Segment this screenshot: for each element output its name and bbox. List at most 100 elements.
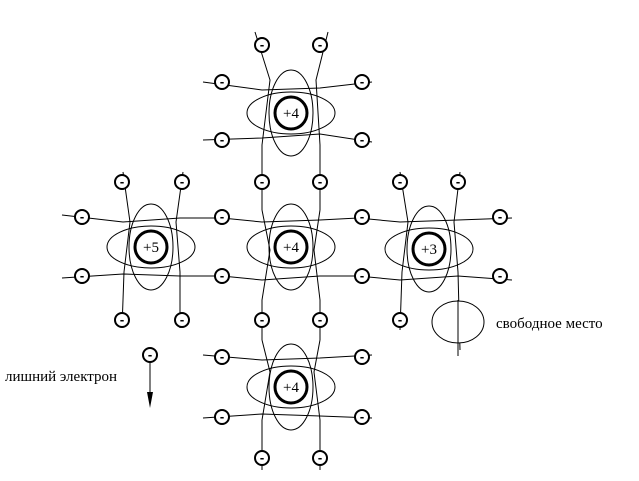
electron-circle bbox=[354, 409, 370, 425]
orbit-horizontal bbox=[246, 365, 336, 409]
nucleus-charge: +5 bbox=[143, 240, 159, 256]
bond-line bbox=[221, 217, 359, 223]
nucleus-circle bbox=[273, 95, 309, 131]
nucleus-charge: +3 bbox=[421, 242, 437, 258]
electron-sign: - bbox=[260, 314, 265, 327]
electron-sign: - bbox=[220, 270, 225, 283]
electron-sign: - bbox=[260, 452, 265, 465]
electron-circle bbox=[254, 37, 270, 53]
electron: - bbox=[254, 312, 270, 328]
electron-sign: - bbox=[318, 176, 323, 189]
electron: - bbox=[354, 349, 370, 365]
nucleus-circle bbox=[273, 369, 309, 405]
nucleus-circle bbox=[411, 231, 447, 267]
electron-sign: - bbox=[360, 134, 365, 147]
electron: - bbox=[214, 132, 230, 148]
electron: - bbox=[312, 37, 328, 53]
hole bbox=[431, 300, 485, 356]
orbit-horizontal bbox=[246, 225, 336, 269]
electron-circle bbox=[312, 450, 328, 466]
electron-sign: - bbox=[180, 176, 185, 189]
electron-sign: - bbox=[398, 314, 403, 327]
electron-sign: - bbox=[398, 176, 403, 189]
orbit-vertical bbox=[128, 203, 174, 291]
nucleus-circle bbox=[133, 229, 169, 265]
arrow-head-icon bbox=[147, 392, 153, 408]
electron-sign: - bbox=[220, 211, 225, 224]
orbit-vertical bbox=[268, 343, 314, 431]
bond-line bbox=[202, 354, 373, 361]
nucleus-top: +4 bbox=[273, 95, 309, 131]
electron-sign: - bbox=[360, 411, 365, 424]
electron-sign: - bbox=[220, 76, 225, 89]
extra-electron: - bbox=[142, 347, 158, 363]
electron-sign: - bbox=[260, 39, 265, 52]
bond-line bbox=[261, 339, 271, 470]
electron-sign: - bbox=[456, 176, 461, 189]
electron: - bbox=[174, 312, 190, 328]
nucleus-charge: +4 bbox=[283, 240, 299, 256]
electron-sign: - bbox=[120, 314, 125, 327]
electron-circle bbox=[492, 268, 508, 284]
orbit-horizontal bbox=[246, 91, 336, 135]
electron-circle bbox=[214, 132, 230, 148]
bond-line bbox=[202, 413, 373, 419]
electron: - bbox=[354, 268, 370, 284]
electron-sign: - bbox=[148, 349, 153, 362]
bond-line bbox=[399, 171, 409, 331]
electron: - bbox=[114, 312, 130, 328]
electron: - bbox=[492, 209, 508, 225]
electron-sign: - bbox=[120, 176, 125, 189]
bond-line bbox=[61, 273, 222, 279]
nucleus-left: +5 bbox=[133, 229, 169, 265]
electron-circle bbox=[114, 312, 130, 328]
electron-circle bbox=[214, 409, 230, 425]
electron: - bbox=[354, 132, 370, 148]
electron-circle bbox=[174, 174, 190, 190]
electron-sign: - bbox=[318, 452, 323, 465]
extra-electron-label: лишний электрон bbox=[5, 369, 117, 385]
electron-sign: - bbox=[498, 211, 503, 224]
electron-sign: - bbox=[260, 176, 265, 189]
nucleus-center: +4 bbox=[273, 229, 309, 265]
electron: - bbox=[354, 409, 370, 425]
electron-sign: - bbox=[360, 76, 365, 89]
electron: - bbox=[254, 450, 270, 466]
electron-sign: - bbox=[180, 314, 185, 327]
orbit-vertical bbox=[406, 205, 452, 293]
electron: - bbox=[354, 209, 370, 225]
electron-sign: - bbox=[318, 314, 323, 327]
bond-line bbox=[221, 275, 358, 281]
electron: - bbox=[214, 209, 230, 225]
nucleus-bottom: +4 bbox=[273, 369, 309, 405]
electron-circle bbox=[214, 209, 230, 225]
nucleus-right: +3 bbox=[411, 231, 447, 267]
electron-circle bbox=[254, 312, 270, 328]
bond-line bbox=[202, 133, 373, 143]
electron-circle bbox=[450, 174, 466, 190]
electron-circle bbox=[114, 174, 130, 190]
electron-circle bbox=[354, 349, 370, 365]
electron-circle bbox=[254, 174, 270, 190]
electron: - bbox=[214, 349, 230, 365]
electron: - bbox=[214, 409, 230, 425]
electron-circle bbox=[74, 268, 90, 284]
electron-circle bbox=[174, 312, 190, 328]
bond-line bbox=[357, 217, 513, 223]
electron-circle bbox=[354, 74, 370, 90]
electron-circle bbox=[312, 174, 328, 190]
electron-circle bbox=[74, 209, 90, 225]
nucleus-charge: +4 bbox=[283, 106, 299, 122]
orbit-vertical bbox=[268, 203, 314, 291]
electron-circle bbox=[354, 132, 370, 148]
electrons: -------------------------------- bbox=[74, 37, 508, 466]
electron-circle bbox=[254, 450, 270, 466]
electron-sign: - bbox=[220, 411, 225, 424]
orbit-horizontal bbox=[384, 227, 474, 271]
electron-circle bbox=[312, 37, 328, 53]
electron-circle bbox=[214, 268, 230, 284]
electron-sign: - bbox=[498, 270, 503, 283]
electron: - bbox=[450, 174, 466, 190]
hole-label: свободное место bbox=[496, 316, 603, 332]
